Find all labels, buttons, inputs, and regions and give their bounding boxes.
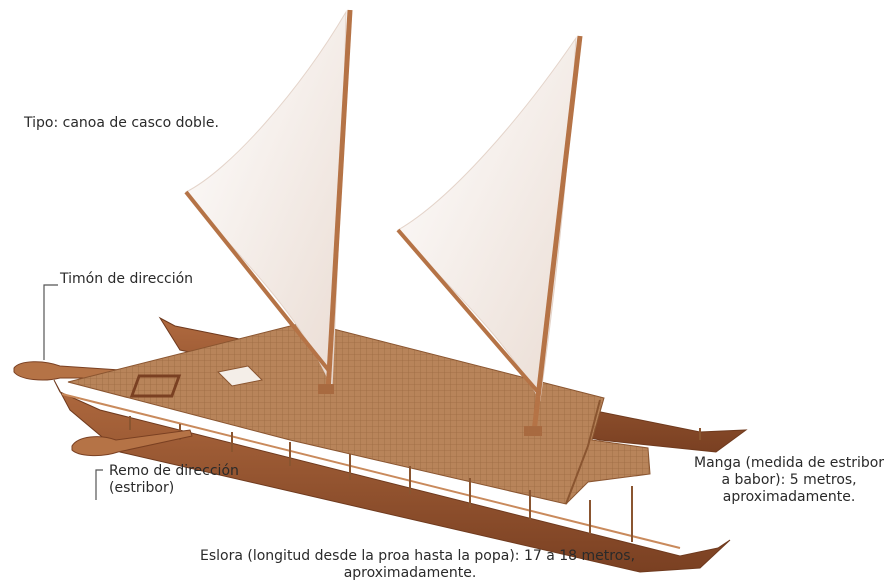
timon-leader-line (44, 285, 58, 360)
label-length-line2: aproximadamente. (200, 565, 620, 582)
label-type: Tipo: canoa de casco doble. (24, 115, 219, 132)
label-beam-line2: a babor): 5 metros, (694, 472, 884, 489)
label-beam: Manga (medida de estribor a babor): 5 me… (694, 455, 884, 506)
label-beam-line1: Manga (medida de estribor (694, 455, 884, 472)
label-steering-oar-line2: (estribor) (109, 480, 239, 497)
label-steering-oar-line1: Remo de dirección (109, 463, 239, 480)
label-rudder: Timón de dirección (60, 271, 193, 288)
label-length: Eslora (longitud desde la proa hasta la … (200, 548, 620, 582)
label-beam-line3: aproximadamente. (694, 489, 884, 506)
label-length-line1: Eslora (longitud desde la proa hasta la … (200, 548, 620, 565)
front-sail (398, 38, 576, 400)
remo-leader-line (96, 470, 103, 500)
label-steering-oar: Remo de dirección (estribor) (109, 463, 239, 497)
